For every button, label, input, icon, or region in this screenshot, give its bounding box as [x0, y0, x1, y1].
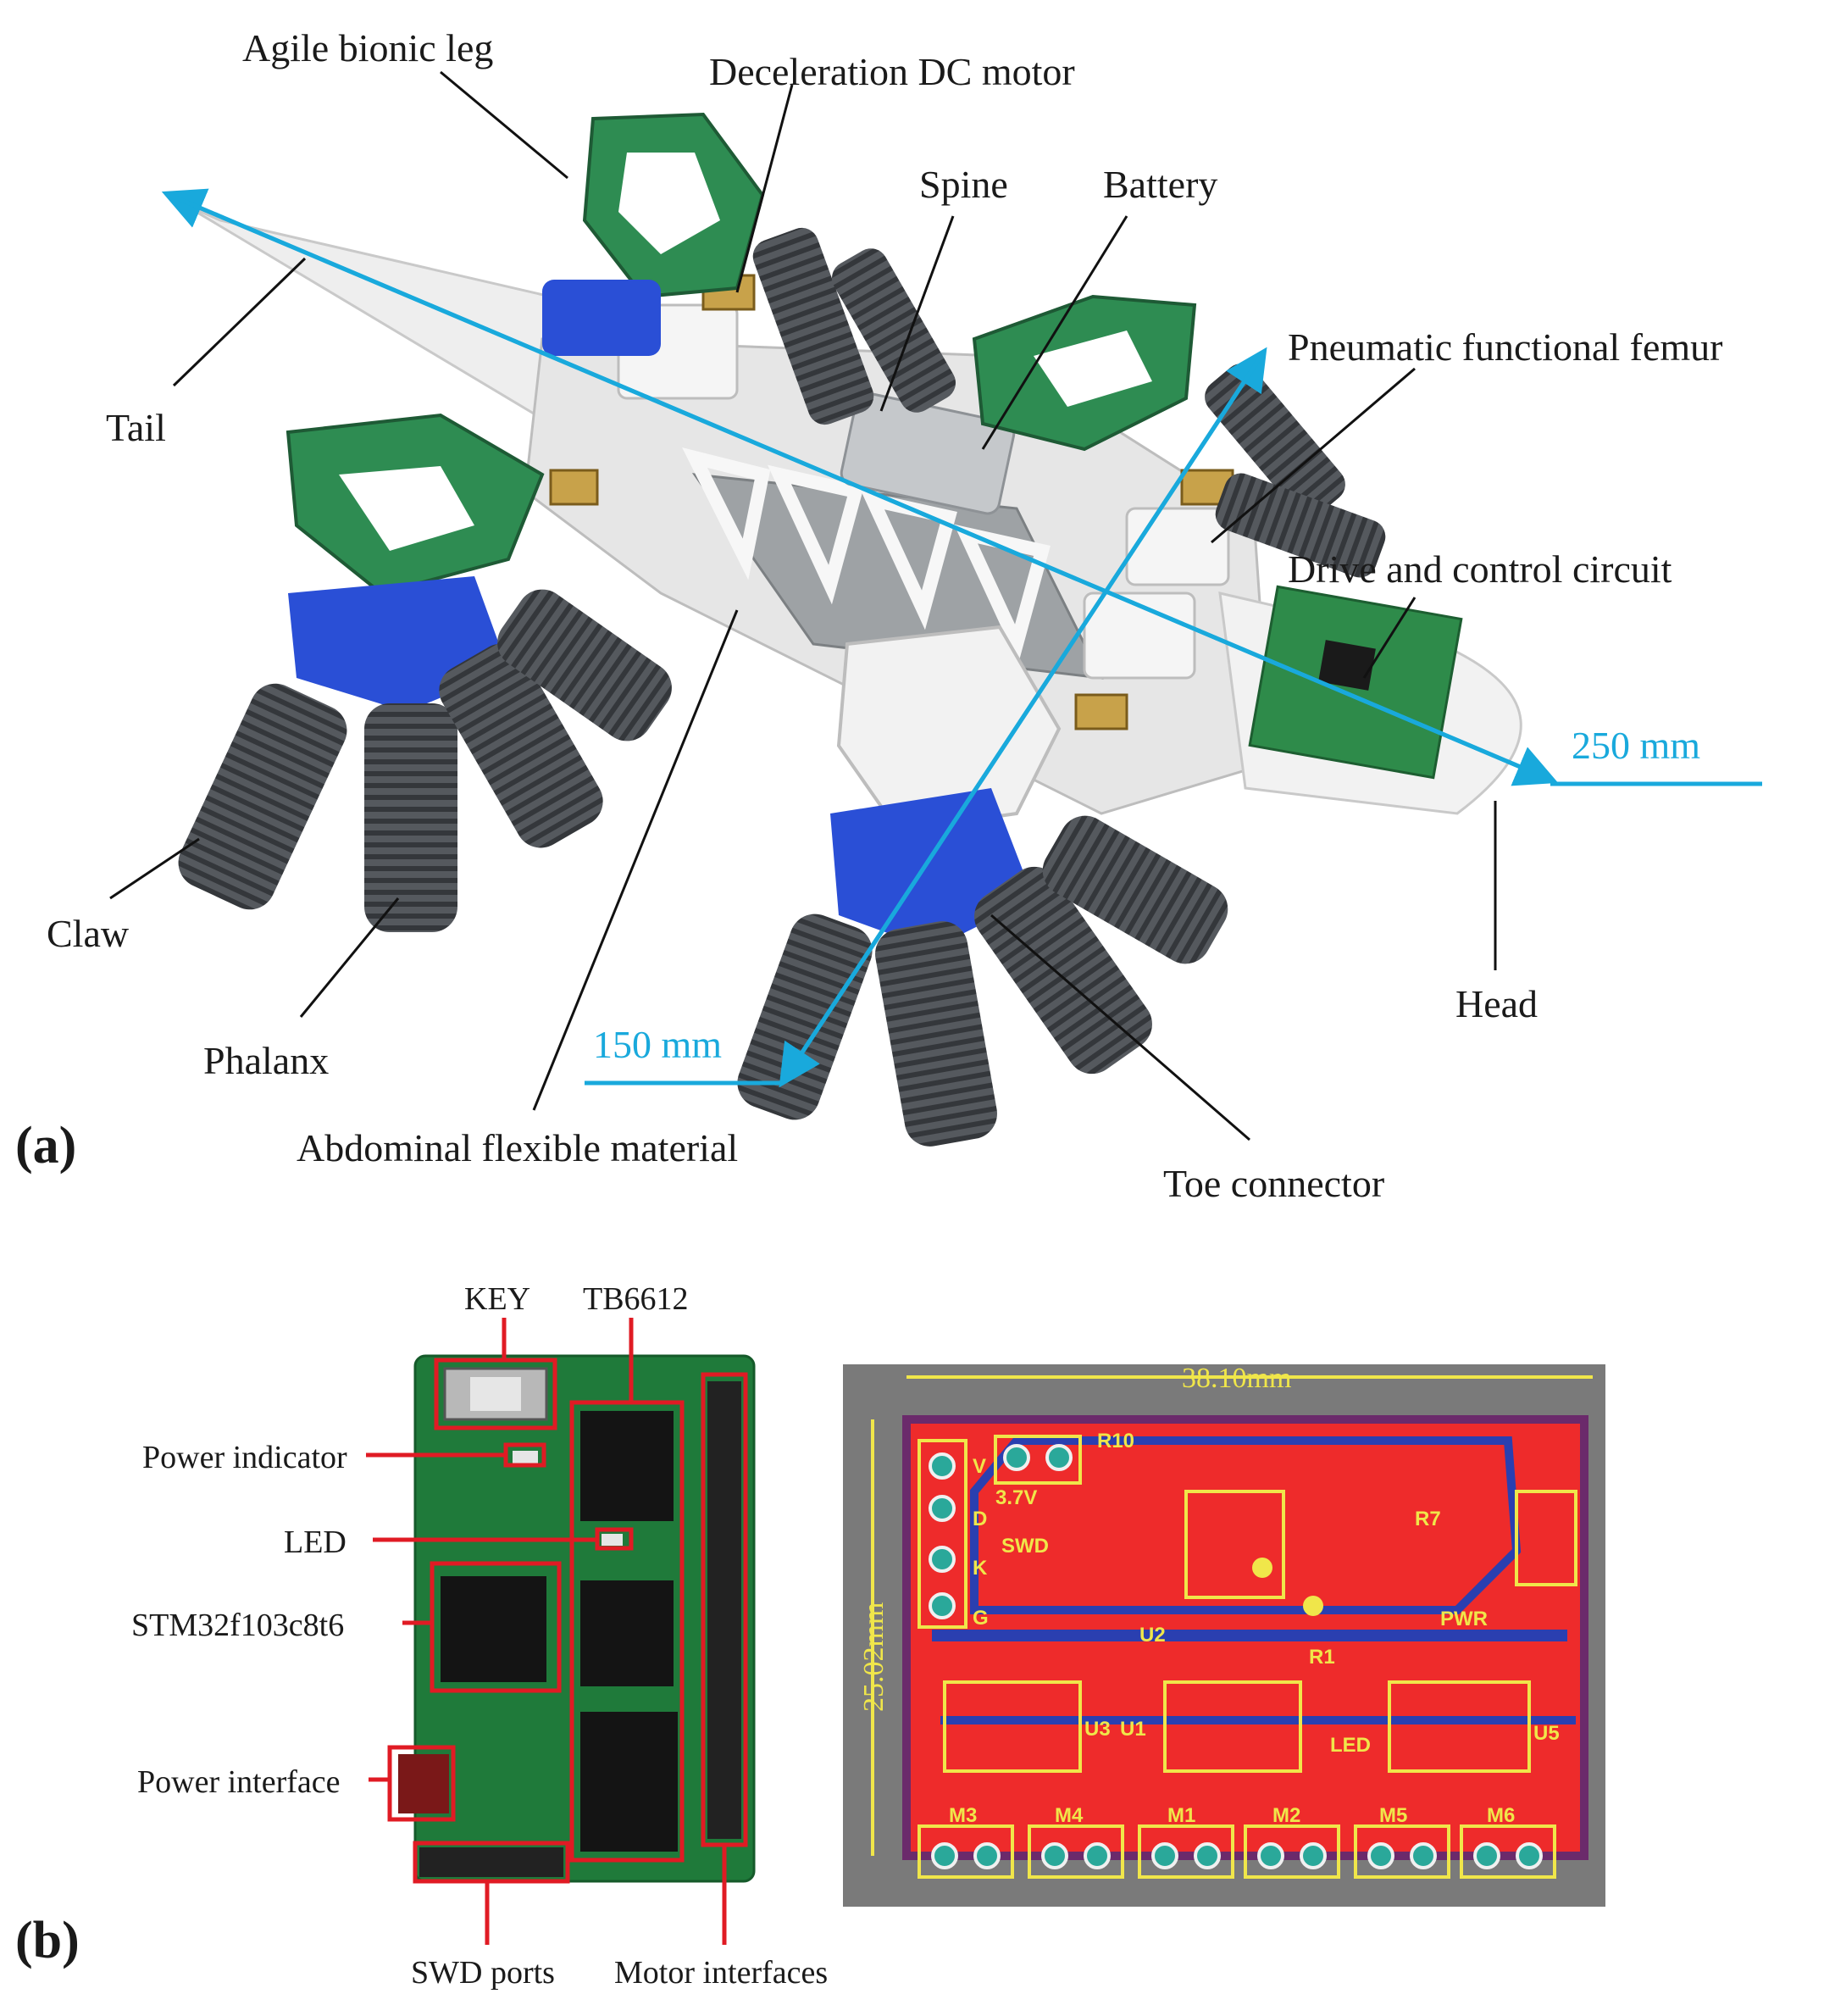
label-spine: Spine — [919, 163, 1008, 206]
head-chip — [1318, 640, 1376, 691]
phalanx-group — [752, 227, 956, 425]
label-pneumatic-functional-femur: Pneumatic functional femur — [1288, 325, 1723, 369]
panel-b-tag: (b) — [15, 1912, 80, 1969]
label-tail: Tail — [106, 406, 166, 449]
silk-u1: U1 — [1120, 1718, 1146, 1741]
silk-d: D — [973, 1508, 987, 1530]
length-dimension-label: 250 mm — [1572, 724, 1700, 767]
pcb-traces — [970, 1436, 1522, 1614]
motor-mount — [1083, 591, 1196, 680]
width-dimension-arrow-head — [779, 353, 1265, 1088]
robot-illustration — [178, 112, 1522, 1147]
battery — [840, 392, 1016, 515]
tb6612-chip — [580, 1580, 674, 1686]
pcb-width-dimension: 38.10mm — [1182, 1363, 1291, 1394]
pcb-fiducial — [1303, 1596, 1323, 1616]
power-connector — [398, 1754, 449, 1813]
phalanx-group — [178, 589, 672, 932]
key-button-cap — [470, 1377, 521, 1411]
leg-hole — [1034, 330, 1152, 407]
leg-hole — [339, 466, 474, 551]
silk-m3: M3 — [949, 1804, 977, 1827]
label-key: KEY — [464, 1281, 530, 1317]
silk-u3: U3 — [1084, 1718, 1111, 1741]
silk-k: K — [973, 1557, 988, 1580]
silk-r1: R1 — [1309, 1646, 1335, 1669]
label-agile-bionic-leg: Agile bionic leg — [242, 26, 493, 69]
agile-bionic-leg — [836, 625, 1062, 833]
label-power-indicator: Power indicator — [142, 1440, 347, 1475]
label-claw: Claw — [47, 912, 130, 955]
label-head: Head — [1455, 982, 1538, 1025]
silk-u5: U5 — [1533, 1722, 1560, 1745]
silk-m1: M1 — [1167, 1804, 1195, 1827]
motor-header — [707, 1381, 741, 1839]
stm32-chip — [441, 1576, 546, 1682]
silk-m4: M4 — [1055, 1804, 1084, 1827]
tb6612-chip — [580, 1712, 678, 1852]
silk-r10: R10 — [1097, 1430, 1134, 1452]
silk-m6: M6 — [1487, 1804, 1515, 1827]
label-drive-and-control-circuit: Drive and control circuit — [1288, 547, 1672, 591]
label-power-interface: Power interface — [137, 1764, 341, 1800]
leg-front-right — [972, 294, 1386, 578]
status-led — [602, 1534, 623, 1546]
label-stm32: STM32f103c8t6 — [131, 1608, 344, 1643]
phalanx-group — [1205, 364, 1386, 578]
label-toe-connector: Toe connector — [1163, 1162, 1384, 1205]
phalanx-group — [737, 815, 1228, 1147]
pcb-pads — [929, 1444, 1543, 1869]
pcb-height-dimension: 25.02mm — [858, 1602, 890, 1712]
label-phalanx: Phalanx — [203, 1039, 329, 1082]
width-dimension-label: 150 mm — [593, 1023, 722, 1066]
leg-rear-right — [737, 625, 1228, 1147]
pcb-fiducial — [1252, 1558, 1272, 1578]
silk-v: V — [973, 1455, 986, 1478]
label-abdominal-flexible-material: Abdominal flexible material — [297, 1126, 738, 1169]
leg-hole — [618, 153, 720, 254]
dc-motor — [1074, 693, 1128, 730]
panel-a-leaders — [109, 70, 1497, 1141]
silk-pwr: PWR — [1440, 1608, 1488, 1630]
silk-swd: SWD — [1001, 1535, 1049, 1558]
label-tb6612: TB6612 — [583, 1281, 689, 1317]
silk-led: LED — [1330, 1734, 1371, 1757]
label-motor-interfaces: Motor interfaces — [614, 1955, 828, 1991]
swd-header — [419, 1847, 563, 1877]
power-indicator-led — [513, 1451, 538, 1464]
pcb-photo — [398, 1354, 756, 1883]
pneumatic-femur — [1125, 507, 1230, 586]
silk-u2: U2 — [1139, 1624, 1166, 1647]
silk-g: G — [973, 1607, 989, 1630]
silk-m2: M2 — [1272, 1804, 1300, 1827]
leg-base — [542, 280, 661, 356]
label-deceleration-dc-motor: Deceleration DC motor — [709, 50, 1075, 93]
label-led: LED — [284, 1524, 347, 1560]
tb6612-chip — [580, 1411, 674, 1521]
leg-rear-left — [178, 413, 672, 932]
length-dimension-arrow-head — [169, 192, 1559, 786]
label-swd-ports: SWD ports — [411, 1955, 555, 1991]
pcb-callouts — [366, 1318, 748, 1945]
pcb-silkscreen — [918, 1435, 1577, 1879]
silk-m5: M5 — [1379, 1804, 1407, 1827]
label-battery: Battery — [1103, 163, 1217, 206]
dc-motor — [549, 469, 599, 506]
panel-a-tag: (a) — [15, 1117, 76, 1175]
silk-r7: R7 — [1415, 1508, 1441, 1530]
pcb-layout: 38.10mm 25.02mm V D K G 3.7V SWD R10 R7 … — [843, 1363, 1605, 1907]
silk-3v7: 3.7V — [995, 1486, 1037, 1509]
